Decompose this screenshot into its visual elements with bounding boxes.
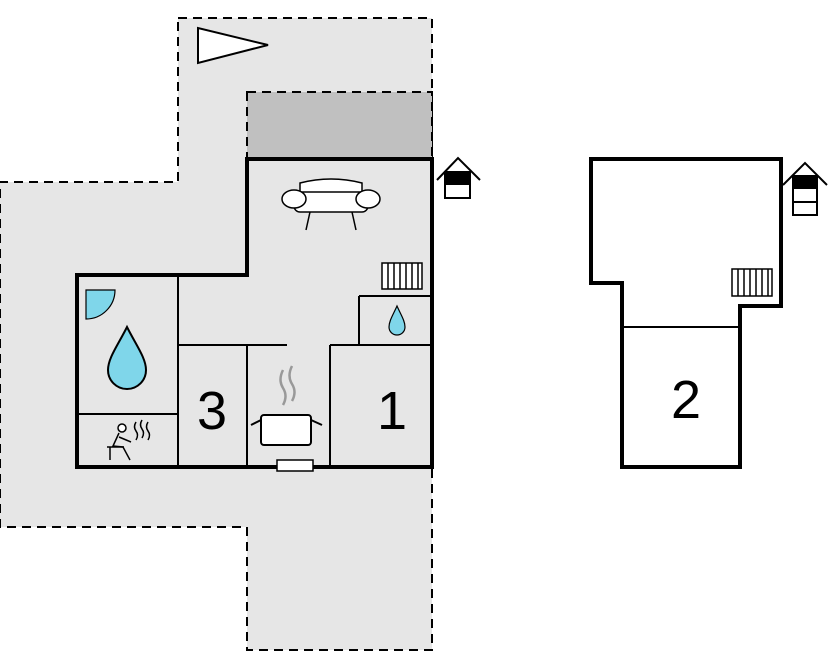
upper-floor-outline — [589, 157, 783, 469]
interior-walls — [77, 275, 432, 467]
entrance-door — [276, 459, 314, 472]
radiator-upper-icon — [731, 268, 773, 297]
sauna-icon — [107, 419, 151, 461]
ground-floor-outline — [75, 157, 434, 469]
room-number-1: 1 — [377, 381, 407, 441]
water-drop-large-icon — [106, 324, 148, 390]
floor-level-icon — [436, 156, 481, 199]
terrace — [246, 91, 433, 160]
outdoor-area — [0, 17, 433, 651]
water-drop-icon — [388, 304, 406, 336]
radiator-icon — [381, 262, 423, 290]
floor-level-upper-icon — [782, 161, 828, 216]
shower-icon — [85, 289, 116, 320]
sofa-icon — [281, 178, 381, 231]
room-number-3: 3 — [197, 381, 227, 441]
room-number-2: 2 — [671, 370, 701, 430]
kitchen-pot-icon — [250, 365, 323, 446]
north-arrow-icon — [197, 26, 269, 65]
